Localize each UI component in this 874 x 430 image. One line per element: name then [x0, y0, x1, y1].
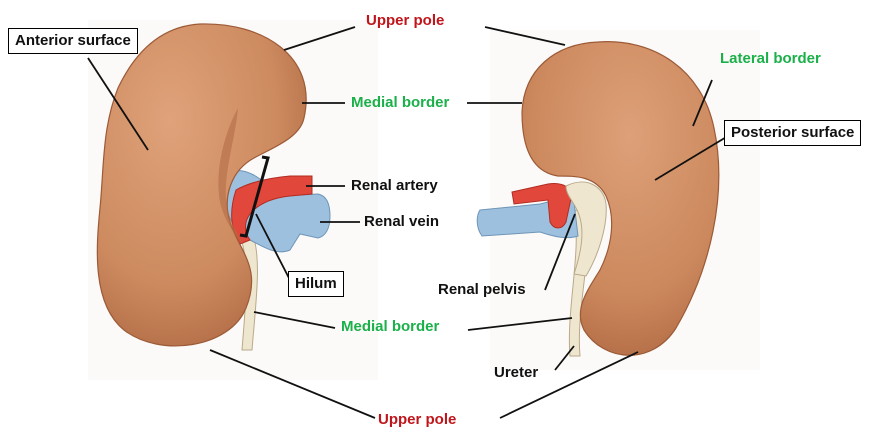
renal-vein-label: Renal vein — [364, 213, 439, 231]
renal-artery-label: Renal artery — [351, 177, 438, 195]
renal-pelvis-label: Renal pelvis — [438, 281, 526, 299]
posterior-surface-label: Posterior surface — [724, 120, 861, 146]
medial-border-bottom-label: Medial border — [341, 318, 439, 336]
anterior-surface-label: Anterior surface — [8, 28, 138, 54]
ureter-label: Ureter — [494, 364, 538, 382]
hilum-label: Hilum — [288, 271, 344, 297]
upper-pole-bottom-label: Upper pole — [378, 411, 456, 429]
lateral-border-label: Lateral border — [720, 50, 821, 68]
upper-pole-top-label: Upper pole — [366, 12, 444, 30]
medial-border-top-label: Medial border — [351, 94, 449, 112]
